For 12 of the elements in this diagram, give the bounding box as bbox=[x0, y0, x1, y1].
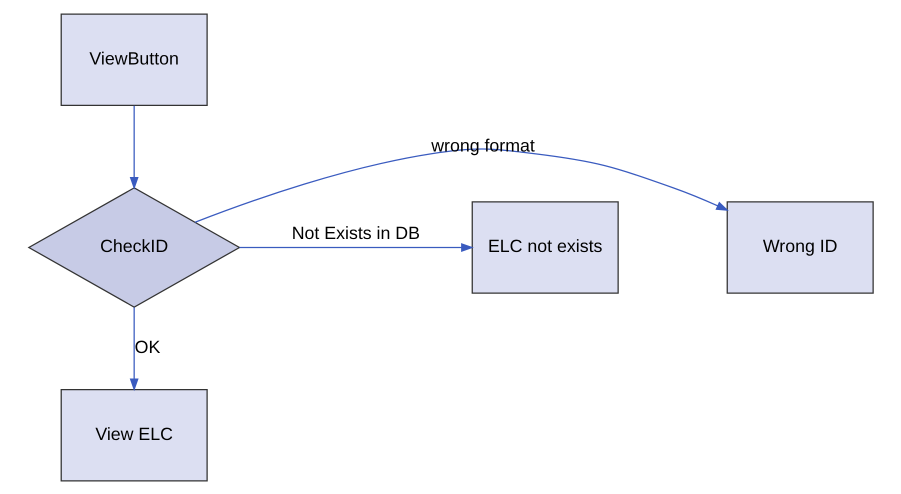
node-box: ViewButton bbox=[60, 12, 208, 106]
arrow bbox=[194, 148, 728, 222]
edge-label: OK bbox=[134, 336, 160, 357]
arrow bbox=[129, 105, 138, 190]
edge-label: wrong format bbox=[430, 134, 534, 155]
node-box: View ELC bbox=[60, 388, 208, 482]
edge-label: Not Exists in DB bbox=[291, 222, 420, 242]
node-box: Wrong ID bbox=[726, 200, 874, 294]
node-diamond: CheckID bbox=[27, 186, 240, 308]
node-box: ELC not exists bbox=[471, 200, 618, 294]
arrow bbox=[129, 306, 138, 391]
arrow bbox=[238, 242, 474, 252]
